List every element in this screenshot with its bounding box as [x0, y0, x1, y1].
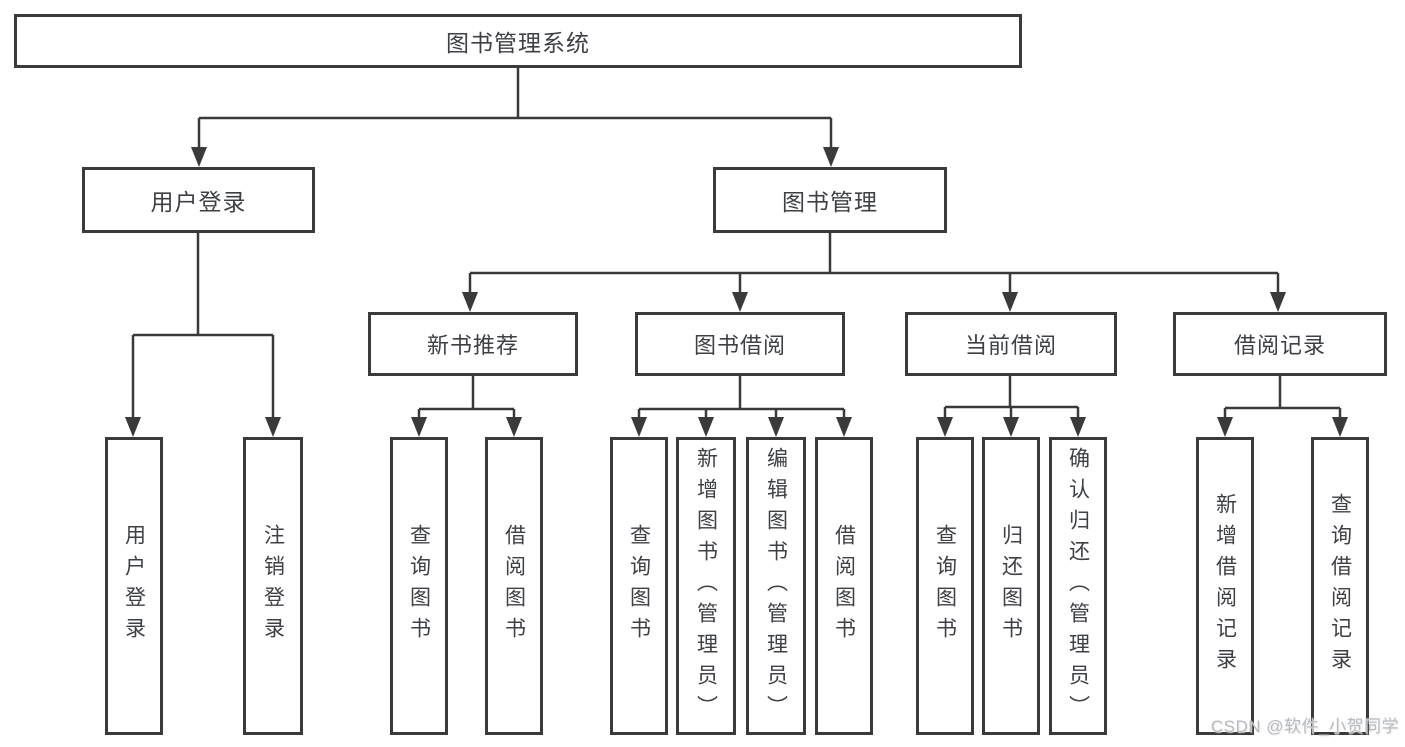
node-label: 用户登录 — [122, 524, 146, 648]
node-label: 新书推荐 — [426, 333, 519, 358]
node-leaf-add-borrow-record: 新增借阅记录 — [1196, 437, 1254, 735]
node-label: 图书管理 — [782, 189, 878, 215]
node-label: 查询图书 — [933, 524, 957, 648]
node-label: 图书借阅 — [693, 333, 786, 358]
node-borrow-records: 借阅记录 — [1173, 312, 1387, 376]
node-leaf-query-books-1: 查询图书 — [390, 437, 448, 735]
node-label: 注销登录 — [261, 524, 285, 648]
node-label: 查询借阅记录 — [1328, 493, 1352, 679]
node-current-borrowing: 当前借阅 — [905, 312, 1117, 376]
node-new-book-recommend: 新书推荐 — [368, 312, 578, 376]
node-label: 查询图书 — [407, 524, 431, 648]
arrow-icon — [836, 417, 852, 437]
arrow-icon — [191, 147, 207, 167]
arrow-icon — [506, 417, 522, 437]
node-label: 借阅图书 — [832, 524, 856, 648]
arrow-icon — [265, 417, 281, 437]
node-label: 借阅记录 — [1233, 333, 1326, 358]
arrow-icon — [125, 417, 141, 437]
node-leaf-borrow-books-2: 借阅图书 — [815, 437, 873, 735]
arrow-icon — [1003, 417, 1019, 437]
node-leaf-query-borrow-record: 查询借阅记录 — [1311, 437, 1369, 735]
node-leaf-query-books-2: 查询图书 — [610, 437, 668, 735]
arrow-icon — [1332, 417, 1348, 437]
arrow-icon — [1070, 417, 1086, 437]
node-book-borrowing: 图书借阅 — [635, 312, 845, 376]
node-book-management: 图书管理 — [713, 167, 947, 233]
arrow-icon — [698, 417, 714, 437]
node-label: 查询图书 — [627, 524, 651, 648]
arrow-icon — [1217, 417, 1233, 437]
arrowheads — [125, 147, 1348, 437]
node-root-label: 图书管理系统 — [446, 30, 590, 56]
arrow-icon — [937, 417, 953, 437]
node-leaf-edit-books-admin: 编辑图书（管理员） — [746, 437, 806, 735]
arrow-icon — [823, 147, 839, 167]
node-label: 当前借阅 — [964, 333, 1057, 358]
arrow-icon — [1270, 292, 1286, 312]
node-label: 用户登录 — [150, 189, 247, 215]
arrow-icon — [1002, 292, 1018, 312]
arrow-icon — [462, 292, 478, 312]
node-leaf-return-books: 归还图书 — [982, 437, 1040, 735]
arrow-icon — [732, 292, 748, 312]
node-label: 新增图书（管理员） — [694, 446, 718, 726]
node-label: 新增借阅记录 — [1213, 493, 1237, 679]
node-leaf-query-books-3: 查询图书 — [916, 437, 974, 735]
node-label: 借阅图书 — [502, 524, 526, 648]
csdn-watermark: CSDN @软件_小贺同学 — [1210, 717, 1399, 736]
arrow-icon — [631, 417, 647, 437]
node-leaf-confirm-return-admin: 确认归还（管理员） — [1049, 437, 1107, 735]
node-user-login: 用户登录 — [82, 167, 315, 233]
node-label: 编辑图书（管理员） — [764, 446, 788, 726]
node-leaf-user-login: 用户登录 — [105, 437, 163, 735]
node-leaf-logout: 注销登录 — [243, 437, 303, 735]
arrow-icon — [411, 417, 427, 437]
node-leaf-add-books-admin: 新增图书（管理员） — [676, 437, 736, 735]
node-label: 归还图书 — [999, 524, 1023, 648]
node-leaf-borrow-books-1: 借阅图书 — [485, 437, 543, 735]
node-label: 确认归还（管理员） — [1066, 446, 1090, 726]
node-root: 图书管理系统 — [14, 14, 1022, 68]
arrow-icon — [768, 417, 784, 437]
